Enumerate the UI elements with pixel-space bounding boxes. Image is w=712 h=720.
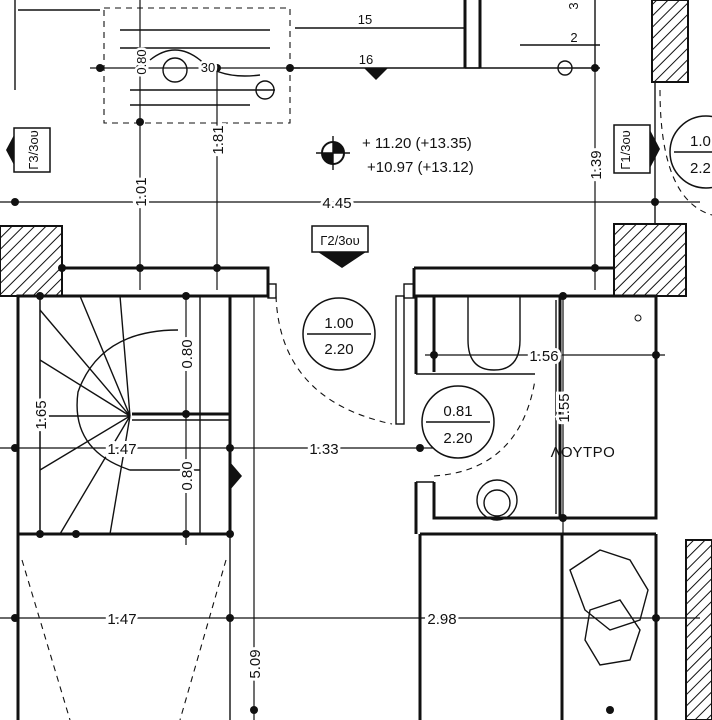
section-marker-left: Γ3/3ου	[6, 127, 51, 173]
section-marker-right-label: Γ1/3ου	[618, 130, 633, 170]
door-tag-main-width: 1.00	[324, 315, 353, 332]
lower-area	[0, 296, 712, 720]
dim-label-181: 1.81	[210, 125, 227, 154]
dim-label-080c: 0.80	[134, 49, 149, 74]
level-upper: + 11.20 (+13.35)	[362, 135, 472, 152]
dim-label-080b: 0.80	[179, 461, 196, 490]
dim-label-030: 30	[201, 60, 215, 75]
column-bottom-right	[685, 539, 712, 720]
stair-number-3: 3	[566, 2, 581, 9]
dim-label-298: 2.98	[427, 611, 456, 628]
door-tag-bathroom-height: 2.20	[443, 430, 472, 447]
section-marker-left-label: Γ3/3ου	[26, 130, 41, 170]
dim-label-147b: 1.47	[107, 611, 136, 628]
door-tag-main: 1.00 2.20	[302, 297, 376, 371]
dim-label-165: 1.65	[33, 400, 50, 429]
column-left	[0, 225, 63, 297]
section-marker-center: Γ2/3ου	[311, 225, 369, 268]
dim-label-147a: 1.47	[107, 441, 136, 458]
level-marker	[316, 136, 350, 170]
column-top-right	[651, 0, 689, 83]
dim-label-101: 1.01	[133, 177, 150, 206]
door-tag-bathroom: 0.81 2.20	[421, 385, 495, 459]
door-tag-main-height: 2.20	[324, 341, 353, 358]
stair-number-15: 15	[358, 12, 372, 27]
dim-label-133: 1.33	[309, 441, 338, 458]
bathroom	[414, 292, 665, 534]
dim-label-080a: 0.80	[179, 339, 196, 368]
level-lower: +10.97 (+13.12)	[367, 159, 474, 176]
wheelchair-symbol	[103, 7, 291, 124]
dim-label-155: 1.55	[556, 393, 573, 422]
door-main	[267, 283, 415, 425]
section-marker-right: Γ1/3ου	[613, 124, 660, 174]
door-tag-right-height: 2.2	[690, 160, 711, 177]
dim-label-139: 1.39	[588, 150, 605, 179]
stair-number-2: 2	[570, 30, 577, 45]
column-right	[613, 223, 687, 297]
door-arc-right	[659, 89, 712, 216]
room-label-bathroom: ΛΟΥΤΡΟ	[551, 444, 616, 461]
upper-stair-treads	[14, 0, 600, 90]
staircase	[16, 292, 242, 538]
door-tag-bathroom-width: 0.81	[443, 403, 472, 420]
stair-number-16: 16	[359, 52, 373, 67]
dim-label-156: 1.56	[529, 348, 558, 365]
door-tag-right: 1.0 2.2	[669, 115, 712, 189]
dimension-line-147-133	[0, 444, 440, 452]
wall-upper	[58, 264, 614, 298]
dim-label-445: 4.45	[322, 195, 351, 212]
section-marker-center-label: Γ2/3ου	[320, 233, 360, 248]
dim-label-509: 5.09	[247, 649, 264, 678]
door-tag-right-width: 1.0	[690, 133, 711, 150]
